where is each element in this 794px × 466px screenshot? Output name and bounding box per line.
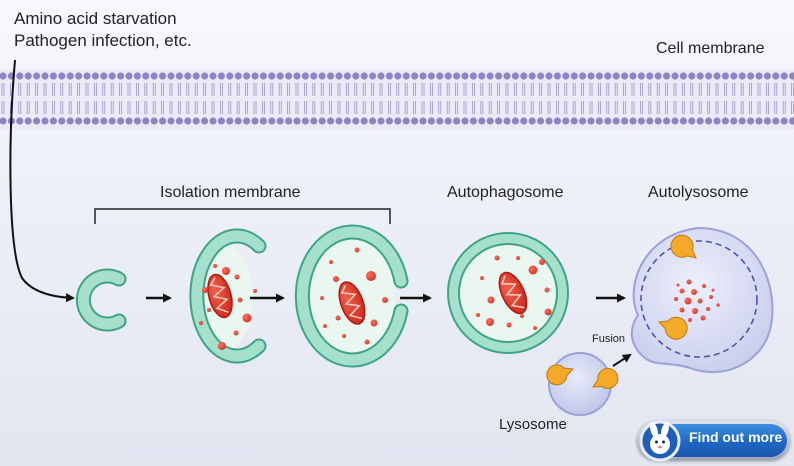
trigger-line-1: Amino acid starvation	[14, 9, 177, 28]
phagophore-cup	[75, 268, 127, 332]
cytoplasm-particles	[199, 247, 720, 350]
isolation-membrane-label: Isolation membrane	[160, 184, 301, 201]
autolysosome-label: Autolysosome	[648, 184, 749, 201]
fusion-label: Fusion	[592, 333, 626, 345]
cell-membrane-bilayer	[0, 69, 794, 129]
signal-arrow	[9, 59, 75, 303]
isolation-membrane-bracket	[94, 208, 391, 224]
process-arrows	[146, 293, 632, 367]
find-out-more-label[interactable]: Find out more	[689, 429, 783, 445]
autophagosome-label: Autophagosome	[447, 184, 564, 201]
lysosomal-enzymes	[546, 234, 697, 389]
trigger-label: Amino acid starvation Pathogen infection…	[14, 8, 192, 52]
rabbit-mascot-icon	[639, 420, 681, 462]
find-out-more-button[interactable]: Find out more	[637, 420, 790, 462]
lysosome-label: Lysosome	[499, 416, 567, 433]
cell-membrane-label: Cell membrane	[656, 40, 765, 57]
trigger-line-2: Pathogen infection, etc.	[14, 31, 192, 50]
